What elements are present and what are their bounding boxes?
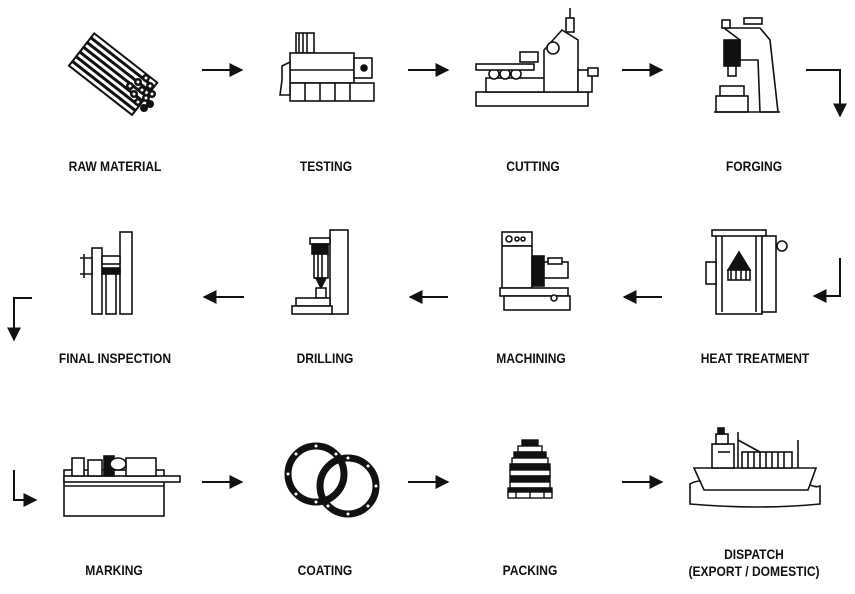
flow-arrow-turn-right [13,470,38,507]
step-label-marking: MARKING [85,562,143,578]
step-label-machining: MACHINING [496,350,566,366]
step-label-drilling: DRILLING [296,350,354,366]
lathe-icon [499,231,571,311]
coated-rings-icon [284,442,380,518]
flow-arrow-turn-left [812,258,841,303]
step-label-testing: TESTING [299,158,353,174]
drill-press-icon [291,229,349,315]
step-label-final-inspection: FINAL INSPECTION [58,350,172,366]
pallet-stack-icon [507,439,553,499]
testing-machine-icon [279,32,375,102]
step-label-forging: FORGING [725,158,783,174]
furnace-icon [705,229,788,315]
step-label-heat-treatment: HEAT TREATMENT [700,350,810,366]
cargo-ship-icon [689,427,821,508]
step-label-dispatch: DISPATCH [724,546,784,562]
flow-arrow-turn-down [806,69,847,118]
inspection-gauge-icon [80,231,133,315]
marking-machine-icon [63,455,181,517]
forging-press-icon [714,17,780,113]
step-label-dispatch-sub: (EXPORT / DOMESTIC) [688,563,820,579]
step-label-packing: PACKING [502,562,558,578]
step-label-coating: COATING [297,562,353,578]
cutting-machine-icon [475,8,599,107]
pipe-bundle-icon [67,31,159,117]
flow-arrow-turn-down [7,297,32,342]
step-label-raw-material: RAW MATERIAL [68,158,162,174]
step-label-cutting: CUTTING [506,158,560,174]
